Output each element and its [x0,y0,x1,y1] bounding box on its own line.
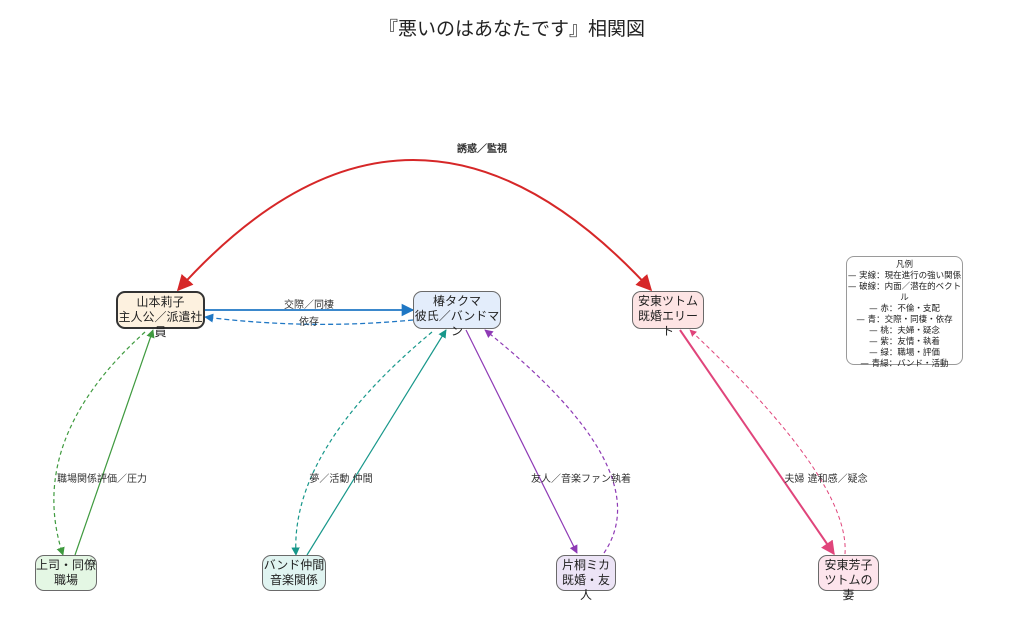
node-tsubaki-role: 彼氏／バンドマン [414,309,500,338]
node-band-mates: バンド仲間 音楽関係 [262,555,326,591]
edge-workplace-solid-arrow [74,329,155,556]
diagram-title: 『悪いのはあなたです』相関図 [378,18,645,40]
node-yamamoto-role: 主人公／派遣社員 [118,310,203,339]
node-ando-yoshiko-role: ツトムの妻 [824,573,873,602]
node-katagiri-role: 既婚・友人 [561,573,610,602]
edge-couple-solid-arrow [679,329,835,556]
edge-label-seduction: 誘惑／監視 [457,144,507,155]
node-katagiri-mika: 片桐ミカ 既婚・友人 [556,555,616,602]
legend-line: — 実線：現在進行の強い関係 [847,271,962,281]
legend-line: — 青緑：バンド・活動 [860,359,949,369]
node-ando-tsutomu-role: 既婚エリート [637,309,698,338]
node-tsubaki-takuma: 椿タクマ 彼氏／バンドマン [413,291,501,338]
node-boss-role: 職場 [53,573,78,587]
legend-line: — 青：交際・同棲・依存 [856,315,953,325]
edge-dependence-arrow [204,313,414,325]
node-yamamoto-name: 山本莉子 [136,295,185,309]
legend-line: — 赤：不倫・支配 [869,304,940,314]
node-band-role: 音楽関係 [269,573,318,587]
legend-line: — 緑：職場・評価 [869,348,940,358]
edge-couple-dashed-arrow [689,329,846,555]
edge-label-dating: 交際／同棲 [284,300,334,311]
edge-label-friend: 友人／音楽ファン執着 [531,474,631,485]
edge-band-solid-arrow [306,329,447,556]
edge-label-couple: 夫婦 違和感／疑念 [784,474,868,485]
node-ando-tsutomu-name: 安東ツトム [637,294,698,308]
legend-box: 凡例 — 実線：現在進行の強い関係 — 破線：内面／潜在的ベクトル — 赤：不倫… [846,256,963,369]
edge-friend-dashed-arrow [484,329,619,554]
edge-label-dependence: 依存 [299,317,319,328]
node-katagiri-name: 片桐ミカ [561,558,610,572]
edge-band-dashed-arrow [291,331,433,556]
legend-line: — 桃：夫婦・疑念 [869,326,940,336]
legend-line: — 紫：友情・執着 [869,337,940,347]
node-tsubaki-name: 椿タクマ [432,294,481,308]
node-yamamoto-riko: 山本莉子 主人公／派遣社員 [116,291,205,339]
edge-friend-solid-arrow [465,329,578,554]
edge-seduction-arrow [176,159,653,292]
node-ando-yoshiko: 安東芳子 ツトムの妻 [818,555,879,602]
node-ando-tsutomu: 安東ツトム 既婚エリート [632,291,704,338]
legend-line: — 破線：内面／潜在的ベクトル [847,282,962,303]
edge-label-band: 夢／活動 仲間 [309,474,373,485]
node-boss-colleagues: 上司・同僚 職場 [35,555,97,591]
node-boss-name: 上司・同僚 [36,558,97,572]
node-ando-yoshiko-name: 安東芳子 [824,558,873,572]
legend-title: 凡例 [895,260,913,270]
edge-label-workplace: 職場関係評価／圧力 [57,474,147,485]
edge-workplace-dashed-arrow [53,331,146,556]
node-band-name: バンド仲間 [263,558,325,572]
